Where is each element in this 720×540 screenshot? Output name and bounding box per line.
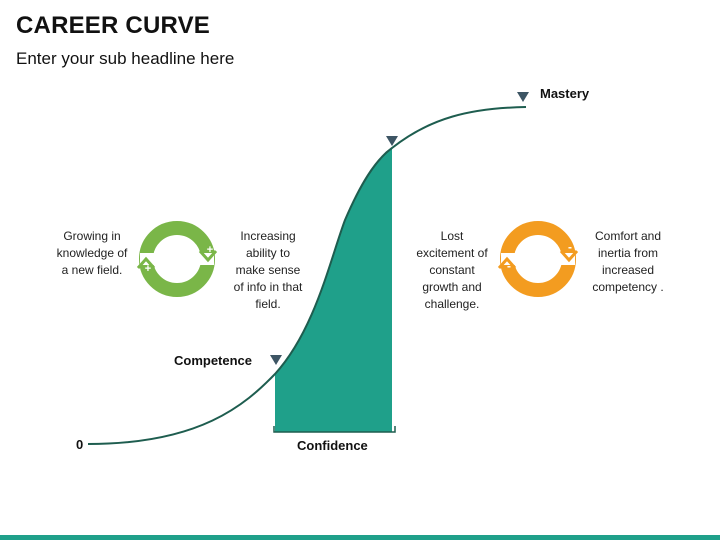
page-subtitle: Enter your sub headline here	[16, 49, 235, 68]
mastery-marker-icon	[517, 92, 529, 102]
decline-cycle-icon: - -	[497, 221, 579, 297]
page-title: CAREER CURVE	[16, 12, 210, 39]
confidence-bracket	[273, 426, 396, 433]
comfort-inertia-text: Comfort and inertia from increased compe…	[592, 229, 664, 294]
career-curve-line	[87, 106, 527, 445]
increasing-ability-text: Increasing ability to make sense of info…	[233, 229, 303, 311]
mastery-label: Mastery	[540, 86, 590, 101]
competence-marker-icon	[270, 355, 282, 365]
competence-label: Competence	[174, 353, 253, 368]
origin-label: 0	[76, 437, 84, 452]
left-cycle-sign-right: +	[207, 244, 213, 256]
right-cycle-sign-left: -	[507, 259, 511, 273]
right-cycle-sign-right: -	[568, 240, 572, 254]
footer-accent-bar	[0, 535, 720, 540]
lost-excitement-text: Lost excitement of constant growth and c…	[416, 229, 488, 311]
left-cycle-sign-left: +	[145, 263, 151, 275]
confidence-area	[275, 148, 392, 432]
growing-knowledge-text: Growing in knowledge of a new field.	[56, 229, 128, 277]
growth-cycle-icon: + +	[136, 221, 218, 297]
confidence-label: Confidence	[297, 438, 368, 453]
confidence-top-marker-icon	[386, 136, 398, 146]
